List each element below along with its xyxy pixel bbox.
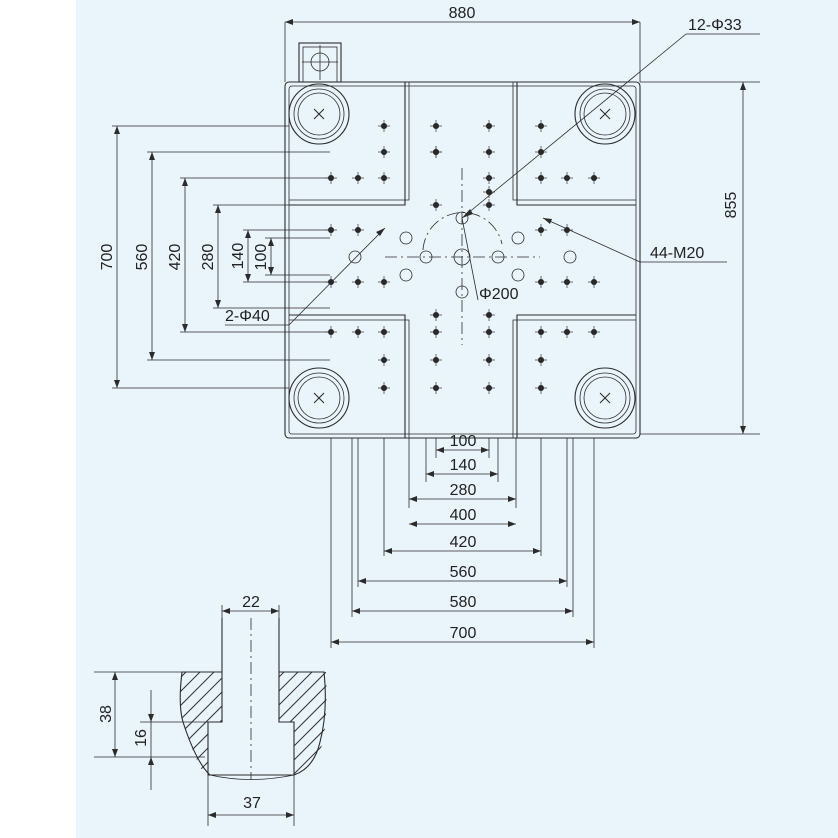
section-hatch-line (40, 660, 170, 790)
dim-420-label: 420 (167, 244, 184, 271)
section-hatch-line (0, 660, 100, 790)
section-hatch-line (404, 660, 534, 790)
tapped-holes (325, 120, 600, 394)
section-hatch-line (334, 660, 464, 790)
platen-outline (284, 42, 641, 439)
callout-phi200: Φ200 (479, 286, 519, 303)
section-hatch-line (291, 672, 327, 775)
section-hatch-line (418, 660, 548, 790)
section-hatch-line (348, 660, 478, 790)
section-hatch-line (180, 672, 199, 775)
section-hatch-line (180, 672, 185, 775)
dim-700-label: 700 (99, 244, 116, 271)
bottom-dim-400: 400 (450, 507, 477, 524)
drawing-sheet (76, 0, 838, 838)
tie-bar-top-left (288, 83, 350, 145)
tie-bar-holes (288, 83, 636, 429)
callout-2-phi40: 2-Φ40 (225, 308, 270, 325)
bottom-dim-580: 580 (450, 594, 477, 611)
bottom-dim-280: 280 (450, 482, 477, 499)
bottom-dim-420: 420 (450, 534, 477, 551)
dim-280-label: 280 (200, 244, 217, 271)
section-hatch-line (180, 672, 241, 775)
section-hatch-line (12, 660, 142, 790)
tie-bar-bottom-right (574, 367, 636, 429)
section-hatch-line (180, 672, 213, 775)
dim-100-label: 100 (253, 244, 270, 271)
bottom-dim-560: 560 (450, 564, 477, 581)
callout-12-phi33: 12-Φ33 (688, 17, 742, 34)
bottom-dim-700: 700 (450, 625, 477, 642)
t-slot-section: 22 38 16 37 (0, 594, 548, 826)
dim-560-label: 560 (134, 244, 151, 271)
section-hatch-line (180, 672, 227, 775)
section-hatch-line (305, 672, 327, 775)
section-hatch-line (277, 672, 327, 775)
dim-left: 700 560 420 280 140 (99, 125, 330, 389)
section-hatch-line (362, 660, 492, 790)
slot-dim-16: 16 (133, 729, 150, 747)
bottom-dim-140: 140 (450, 457, 477, 474)
section-hatch-line (0, 660, 128, 790)
section-hatch-line (26, 660, 156, 790)
center-features (348, 168, 577, 345)
bottom-dim-100: 100 (450, 433, 477, 450)
section-hatch-line (376, 660, 506, 790)
dim-bottom: 100 140 280 400 420 560 580 (330, 433, 595, 648)
dim-880-label: 880 (449, 5, 476, 22)
dim-140-label: 140 (230, 243, 247, 270)
callout-44-m20: 44-M20 (650, 245, 704, 262)
callouts: 12-Φ33 44-M20 2-Φ40 Φ200 (225, 17, 760, 326)
tie-bar-bottom-left (288, 367, 350, 429)
slot-dim-22: 22 (242, 594, 260, 611)
slot-dim-38: 38 (98, 705, 115, 723)
dim-855-label: 855 (723, 192, 740, 219)
tie-bar-top-right (574, 83, 636, 145)
section-hatch-line (0, 660, 114, 790)
section-hatch-line (390, 660, 520, 790)
section-hatch-line (319, 672, 327, 775)
slot-dim-37: 37 (243, 795, 261, 812)
dim-right: 855 (640, 81, 760, 435)
